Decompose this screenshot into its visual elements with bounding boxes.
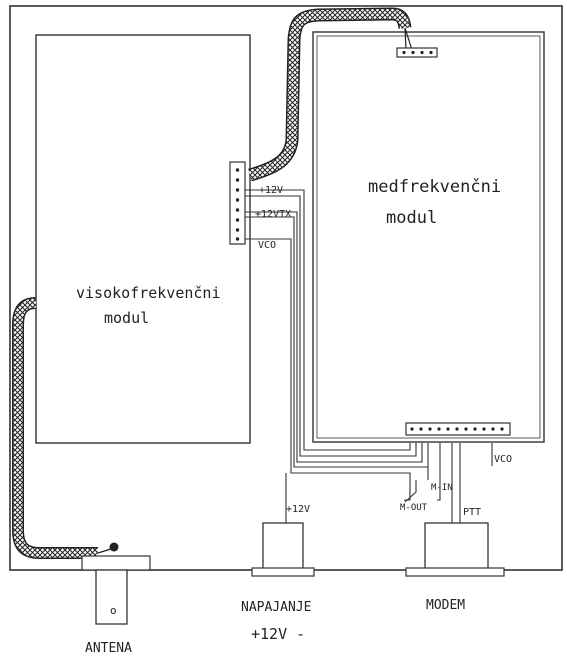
- label-m-out: M-OUT: [400, 503, 428, 513]
- label-vco-left: VCO: [258, 240, 276, 251]
- label-ptt: PTT: [463, 507, 481, 518]
- if-module-box: [312, 31, 545, 443]
- harness-wires: [245, 189, 493, 545]
- label-m-in: M-IN: [431, 483, 453, 493]
- power-connector: [262, 522, 304, 571]
- label-modem: MODEM: [426, 598, 465, 613]
- antenna-mount-plate: [81, 555, 151, 571]
- antenna-symbol: o: [110, 604, 117, 617]
- hf-module-subtitle: modul: [104, 309, 149, 327]
- label-plus12vtx: +12VTX: [255, 209, 291, 220]
- antenna-connector-body: [95, 569, 128, 625]
- hf-module-title: visokofrekvenčni: [76, 284, 221, 302]
- coax-cable-top: [248, 7, 412, 182]
- label-plus12v: +12V: [259, 185, 283, 196]
- antenna-ground-dot: [109, 542, 119, 552]
- if-top-header: [396, 47, 438, 58]
- coax-cable-antenna: [12, 297, 98, 559]
- hf-connector-block: [229, 161, 246, 245]
- modem-connector: [424, 522, 489, 571]
- if-module-inner-box: [316, 35, 541, 439]
- hf-module-box: [35, 34, 251, 444]
- label-vco-right: VCO: [494, 454, 512, 465]
- label-power: NAPAJANJE: [241, 600, 311, 615]
- label-power-value: +12V -: [251, 625, 305, 643]
- label-antenna: ANTENA: [85, 641, 132, 656]
- if-module-subtitle: modul: [386, 208, 437, 228]
- if-module-title: medfrekvenčni: [368, 177, 501, 197]
- label-power-12v: +12V: [286, 504, 310, 515]
